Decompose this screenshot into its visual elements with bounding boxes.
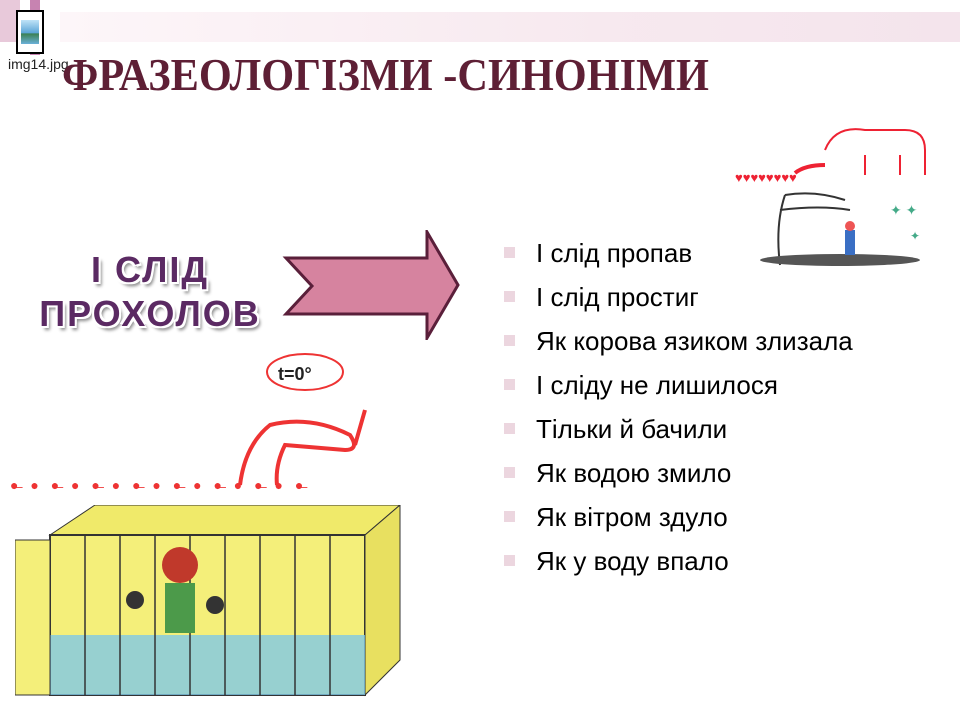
list-item: Як водою змило	[500, 458, 880, 488]
list-item: І сліду не лишилося	[500, 370, 880, 400]
bullet-icon	[504, 555, 515, 566]
list-item: Тільки й бачили	[500, 414, 880, 444]
svg-text:●̶ ● ●̶ ● ●̶ ● ●̶ ● ●̶ ● ●̶ ●: ●̶ ● ●̶ ● ●̶ ● ●̶ ● ●̶ ● ●̶ ● ●̶ ● ●̶	[10, 477, 308, 493]
list-item: Як корова язиком злизала	[500, 326, 866, 356]
list-item: Як у воду впало	[500, 546, 880, 576]
wind-cow-illustration: ♥♥♥♥♥♥♥♥ ✦ ✦ ✦	[735, 128, 926, 266]
list-item: Як вітром здуло	[500, 502, 880, 532]
bullet-icon	[504, 335, 515, 346]
slide-title: ФРАЗЕОЛОГІЗМИ -СИНОНІМИ	[62, 49, 709, 100]
frozen-man-illustration: t=0° ●̶ ● ●̶ ● ●̶ ● ●̶ ● ●̶ ● ●̶ ● ●̶ ● …	[10, 353, 367, 493]
synonym-list: І слід пропав І слід простиг Як корова я…	[500, 238, 880, 590]
svg-text:✦ ✦: ✦ ✦	[890, 202, 918, 218]
image-filename: img14.jpg	[8, 56, 69, 72]
svg-text:♥♥♥♥♥♥♥♥: ♥♥♥♥♥♥♥♥	[735, 170, 797, 185]
bullet-icon	[504, 511, 515, 522]
phrase-line-2: ПРОХОЛОВ	[39, 293, 261, 334]
bullet-icon	[504, 291, 515, 302]
phrase-line-1: І СЛІД	[90, 249, 209, 290]
list-item: І слід простиг	[500, 282, 880, 312]
bullet-icon	[504, 379, 515, 390]
decor-square	[0, 0, 20, 42]
bullet-icon	[504, 467, 515, 478]
list-item: І слід пропав	[500, 238, 880, 268]
broken-image-icon	[16, 10, 44, 54]
thermometer-label: t=0°	[278, 364, 312, 384]
right-arrow-icon	[282, 230, 460, 340]
bullet-icon	[504, 247, 515, 258]
phrase-heading: І СЛІД ПРОХОЛОВ	[30, 248, 270, 336]
header-band	[60, 12, 960, 42]
bullet-icon	[504, 423, 515, 434]
cage-illustration	[15, 505, 401, 697]
svg-text:✦: ✦	[910, 229, 920, 243]
